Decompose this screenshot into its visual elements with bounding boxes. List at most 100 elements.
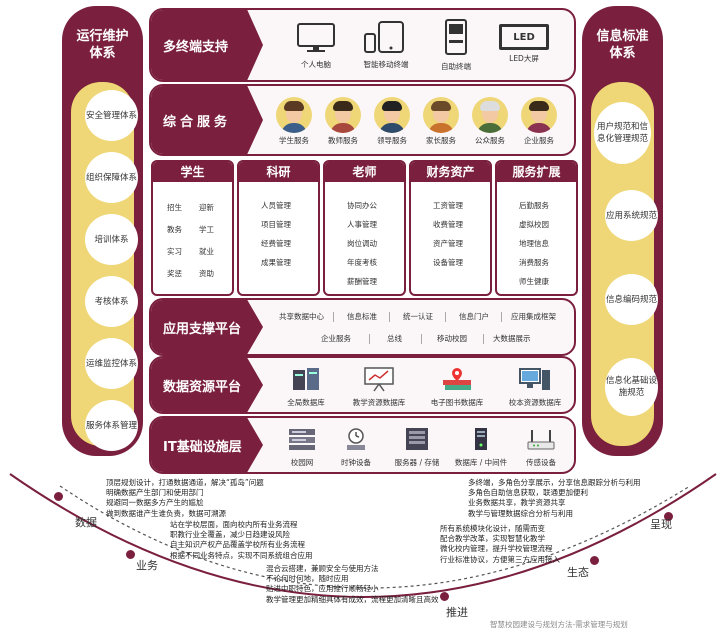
left-item-training: 培训体系 [85, 214, 138, 265]
milestone-dot-data [54, 492, 63, 501]
left-item-service: 服务体系管理 [85, 400, 138, 451]
avatar-icon [521, 97, 557, 133]
tag-info-standard: 信息标准 [347, 312, 377, 321]
device-kiosk: 自助终端 [431, 18, 481, 72]
left-item-organization: 组织保障体系 [85, 152, 138, 203]
milestone-business: 业务 [136, 559, 158, 572]
right-item-app-norms: 应用系统规范 [605, 190, 658, 241]
terminals-row: 多终端支持 个人电脑 智能移动终端 自助终端 LED LED大屏 [149, 8, 576, 82]
business-item: 师生健康 [519, 277, 549, 286]
business-item: 虚拟校园 [519, 220, 549, 229]
data-platform-title: 数据资源平台 [151, 358, 263, 412]
business-item: 年度考核 [347, 258, 377, 267]
business-item: 学工 [199, 225, 214, 234]
infra-network: 校园网 [277, 426, 327, 468]
db-ebook: 电子图书数据库 [417, 366, 497, 408]
business-item: 迎新 [199, 203, 214, 212]
db-teaching: 教学资源数据库 [339, 366, 419, 408]
business-item: 实习 [167, 247, 182, 256]
terminals-title: 多终端支持 [151, 10, 263, 80]
device-pc: 个人电脑 [286, 22, 346, 70]
milestone-ecology: 生态 [567, 566, 589, 579]
service-label: 学生服务 [279, 136, 309, 145]
tag-portal: 信息门户 [459, 312, 489, 321]
business-column: 财务资产工资管理收费管理资产管理设备管理 [409, 160, 492, 296]
left-item-security: 安全管理体系 [85, 90, 138, 141]
business-item: 后勤服务 [519, 201, 549, 210]
business-item: 工资管理 [433, 201, 463, 210]
db-school: 校本资源数据库 [495, 366, 574, 408]
milestone-dot-promote [440, 592, 449, 601]
business-item: 地理信息 [519, 239, 549, 248]
database-tower-icon [475, 428, 487, 450]
db-global: 全局数据库 [271, 366, 341, 408]
device-led: LED LED大屏 [496, 24, 552, 64]
device-mobile: 智能移动终端 [356, 20, 416, 70]
right-pillar: 信息标准体系 用户规范和信息化管理规范 应用系统规范 信息编码规范 信息化基础设… [582, 6, 663, 456]
business-column: 学生招生迎新教务学工实习就业奖惩资助 [151, 160, 234, 296]
service-label: 教师服务 [328, 136, 358, 145]
app-support-title: 应用支撑平台 [151, 300, 263, 354]
footer-watermark: 智慧校园建设与规划方法-需求管理与规划 [490, 620, 628, 629]
business-item: 奖惩 [167, 269, 182, 278]
service-label: 公众服务 [475, 136, 505, 145]
left-pillar-inner: 安全管理体系 组织保障体系 培训体系 考核体系 运维监控体系 服务体系管理 [71, 82, 138, 451]
avatar-icon [472, 97, 508, 133]
milestone-present: 呈现 [650, 518, 672, 531]
business-column-title: 财务资产 [411, 162, 490, 182]
milestone-data: 数据 [75, 516, 97, 529]
avatar-icon [276, 97, 312, 133]
db-global-label: 全局数据库 [287, 398, 325, 407]
service-label: 领导服务 [377, 136, 407, 145]
router-antenna-icon [527, 430, 555, 450]
infra-network-label: 校园网 [290, 458, 314, 467]
service-label: 企业服务 [524, 136, 554, 145]
right-item-infra-norms: 信息化基础设施规范 [605, 358, 658, 416]
milestone-dot-present [664, 512, 673, 521]
business-item: 薪酬管理 [347, 277, 377, 286]
business-item: 成果管理 [261, 258, 291, 267]
business-item: 收费管理 [433, 220, 463, 229]
infra-sensor-label: 传感设备 [526, 458, 556, 467]
db-ebook-label: 电子图书数据库 [430, 398, 484, 407]
infra-clock-label: 时钟设备 [341, 458, 371, 467]
right-item-coding-norms: 信息编码规范 [605, 274, 658, 325]
infra-server-label: 服务器 / 存储 [394, 458, 440, 467]
tag-enterprise: 企业服务 [321, 334, 351, 343]
bottom-block-promote: 混合云搭建，兼顾安全与使用方法 不论何时何地，随时应用 贴进中职特色，应用推行顺… [266, 564, 439, 604]
avatar-icon [325, 97, 361, 133]
business-column: 科研人员管理项目管理经费管理成果管理 [237, 160, 320, 296]
infra-database: 数据库 / 中间件 [451, 426, 511, 468]
server-rack-icon [406, 428, 428, 450]
business-item: 资产管理 [433, 239, 463, 248]
device-kiosk-label: 自助终端 [441, 62, 471, 71]
books-map-icon [443, 368, 471, 390]
led-screen-icon: LED [499, 24, 549, 50]
business-item: 项目管理 [261, 220, 291, 229]
left-pillar-title: 运行维护体系 [76, 29, 129, 61]
business-item: 消费服务 [519, 258, 549, 267]
left-item-assessment: 考核体系 [85, 276, 138, 327]
tag-bigdata: 大数据展示 [493, 334, 531, 343]
avatar-icon [423, 97, 459, 133]
clock-device-icon [347, 428, 365, 450]
bottom-block-ecology: 所有系统模块化设计，随需而变 配合教学改革，实现智慧化教学 微化校内管理，提升学… [440, 524, 560, 564]
tag-integration: 应用集成框架 [511, 312, 556, 321]
presentation-board-icon [364, 367, 394, 392]
infra-sensor: 传感设备 [513, 426, 569, 468]
infrastructure-title: IT基础设施层 [151, 418, 263, 472]
right-pillar-title: 信息标准体系 [596, 29, 649, 61]
left-item-monitoring: 运维监控体系 [85, 338, 138, 389]
infrastructure-row: IT基础设施层 校园网 时钟设备 服务器 / 存储 数据库 / 中间件 传感设备 [149, 416, 576, 474]
data-platform-row: 数据资源平台 全局数据库 教学资源数据库 电子图书数据库 校本资源数据库 [149, 356, 576, 414]
services-title: 综合服务 [151, 86, 263, 154]
business-item: 人员管理 [261, 201, 291, 210]
business-item: 教务 [167, 225, 182, 234]
business-item: 经费管理 [261, 239, 291, 248]
server-icon [293, 368, 319, 390]
network-switch-icon [289, 429, 315, 450]
business-column: 服务扩展后勤服务虚拟校园地理信息消费服务师生健康 [495, 160, 578, 296]
infra-clock: 时钟设备 [331, 426, 381, 468]
monitor-icon [297, 23, 335, 52]
